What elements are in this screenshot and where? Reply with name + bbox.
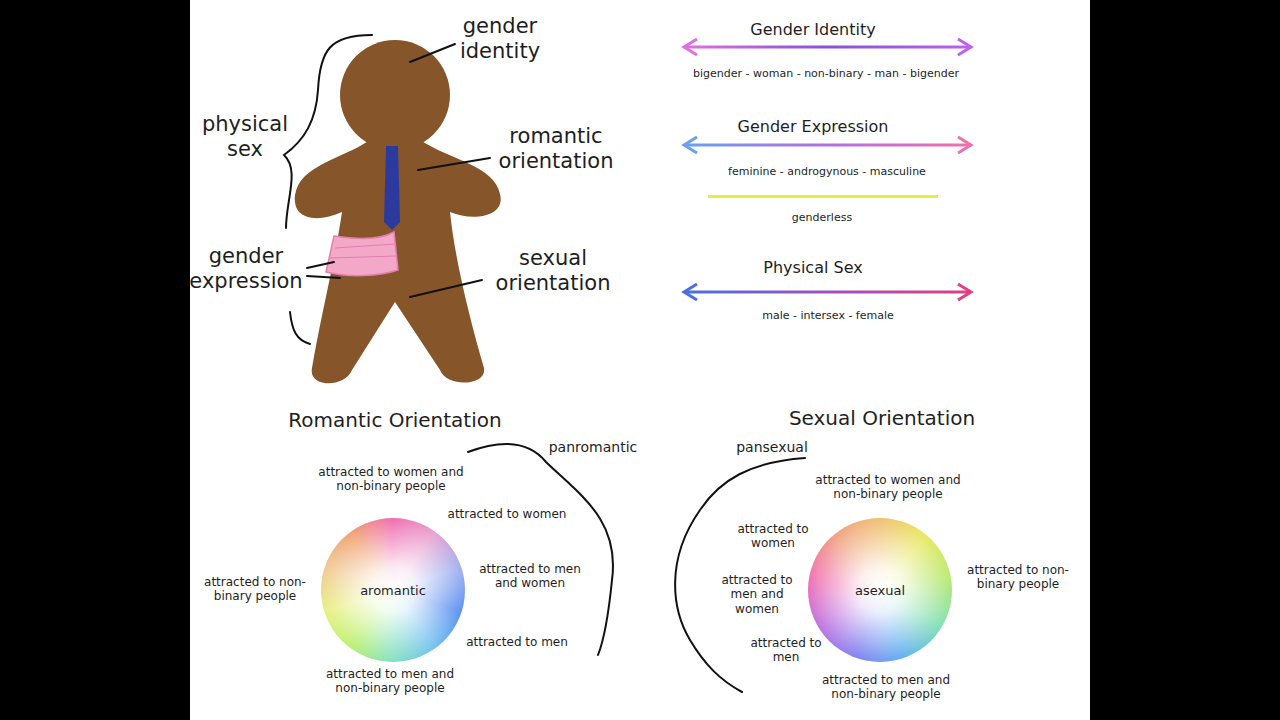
part-label: gender identity [450,14,550,64]
color-wheel: aromantic [321,518,465,662]
arrow-head [958,284,971,300]
genderless-bar [708,195,938,198]
wheel-label: attracted to men and non-binary people [811,673,961,702]
wheel-label: attracted to women [725,522,821,551]
wheel-label: attracted to women and non-binary people [316,465,466,494]
spectrum-scale: male - intersex - female [698,309,958,322]
arrow-head [958,39,971,55]
panromantic-bracket [468,444,613,655]
figure-body [295,140,501,383]
leader-line [410,44,455,62]
wheel-label: attracted to men [747,636,825,665]
spectrum-scale: feminine - androgynous - masculine [677,165,977,178]
spectrum-title: Gender Expression [703,117,923,136]
arrow-head [684,137,697,153]
bracket-label: panromantic [538,439,648,456]
leader-line [418,158,490,170]
gender-expression-bracket [290,312,310,344]
part-label: gender expression [185,244,307,294]
wheel-center-label: aromantic [360,583,426,598]
gingerbread-figure [295,40,501,383]
chart-title: Sexual Orientation [757,406,1007,430]
skirt-pleats [330,244,396,258]
figure-head [340,40,450,150]
bracket-label: pansexual [722,439,822,456]
figure-skirt [326,232,398,276]
wheel-label: attracted to men [458,635,576,649]
spectrum-title: Gender Identity [713,20,913,39]
color-wheel: asexual [808,518,952,662]
wheel-label: attracted to men and women [471,562,589,591]
arrow-head [684,284,697,300]
wheel-label: attracted to women [442,507,572,521]
wheel-center-label: asexual [855,583,905,598]
spectrum-scale: bigender - woman - non-binary - man - bi… [661,67,991,80]
wheel-label: attracted to men and non-binary people [315,667,465,696]
leader-line [307,276,340,278]
part-label: romantic orientation [486,124,626,174]
spectrum-bar [685,144,970,147]
part-label: physical sex [197,112,293,162]
physical-sex-bracket [284,35,372,228]
leader-lines [284,35,805,692]
part-label: sexual orientation [483,246,623,296]
wheel-label: attracted to men and women [707,573,807,616]
spectrum-bar [685,46,970,49]
wheel-label: attracted to non-binary people [957,563,1079,592]
arrow-head [684,39,697,55]
figure-tie [384,146,400,230]
wheel-label: attracted to non-binary people [200,575,310,604]
arrow-head [958,137,971,153]
spectrum-title: Physical Sex [713,258,913,277]
wheel-label: attracted to women and non-binary people [813,473,963,502]
spectrum-scale: genderless [762,211,882,224]
leader-line [307,262,334,268]
leader-line [410,280,482,297]
chart-title: Romantic Orientation [265,408,525,432]
spectrum-bar [685,291,970,294]
